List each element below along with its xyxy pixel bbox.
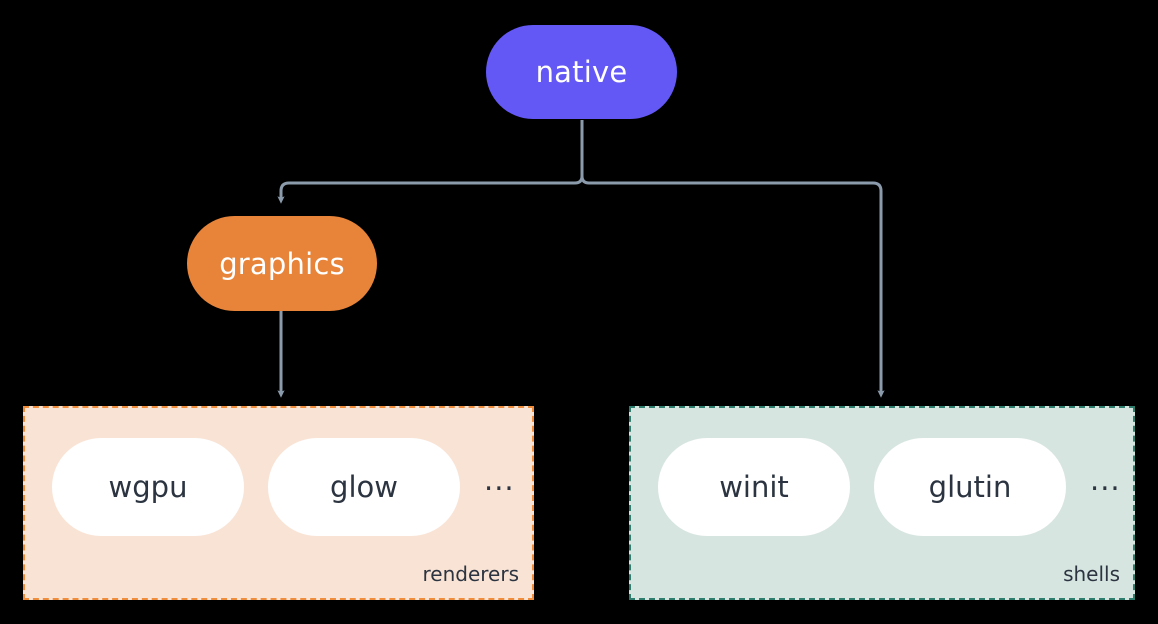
node-native[interactable]: native — [486, 25, 677, 119]
node-graphics[interactable]: graphics — [187, 216, 377, 311]
shells-more-ellipsis: ... — [1090, 462, 1121, 497]
cluster-renderers: wgpu glow ... renderers — [23, 406, 534, 600]
leaf-glutin[interactable]: glutin — [874, 438, 1066, 536]
leaf-glow-label: glow — [330, 470, 398, 504]
node-graphics-label: graphics — [219, 246, 345, 281]
cluster-shells-label: shells — [1063, 562, 1120, 586]
leaf-wgpu-label: wgpu — [108, 470, 188, 504]
node-native-label: native — [535, 55, 628, 89]
leaf-wgpu[interactable]: wgpu — [52, 438, 244, 536]
leaf-winit[interactable]: winit — [658, 438, 850, 536]
cluster-shells-items: winit glutin ... — [631, 438, 1133, 536]
renderers-more-ellipsis: ... — [484, 462, 515, 497]
cluster-renderers-items: wgpu glow ... — [25, 438, 532, 536]
edge-native-to-graphics — [277, 120, 584, 204]
edge-native-to-shells — [580, 120, 885, 398]
leaf-winit-label: winit — [719, 470, 789, 504]
leaf-glutin-label: glutin — [928, 470, 1012, 504]
leaf-glow[interactable]: glow — [268, 438, 460, 536]
cluster-shells: winit glutin ... shells — [629, 406, 1135, 600]
cluster-renderers-label: renderers — [422, 562, 520, 586]
